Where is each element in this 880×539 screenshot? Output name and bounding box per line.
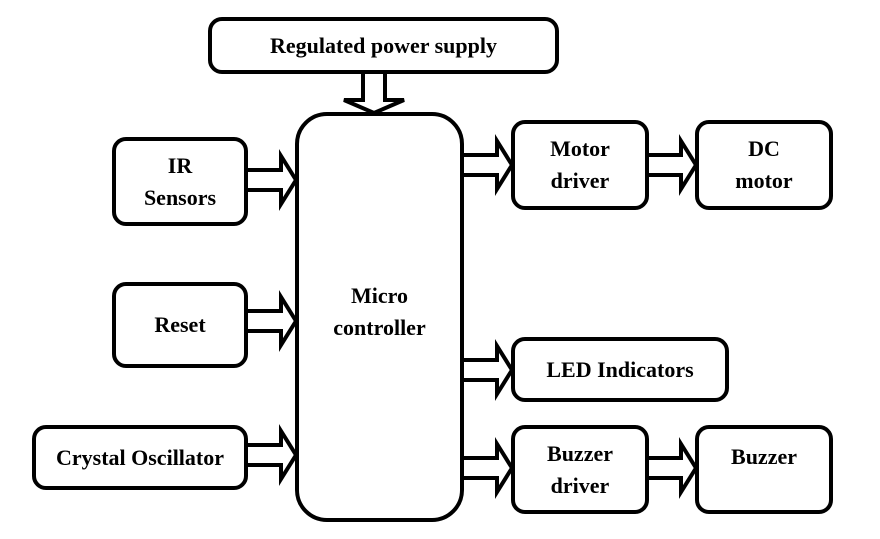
block-buzzer: Buzzer <box>695 425 833 514</box>
arrow-crystal-to-micro <box>242 424 299 486</box>
block-label: Micro controller <box>333 283 426 340</box>
arrow-motor-driver-to-dc-motor <box>644 134 699 196</box>
block-label: Reset <box>154 312 206 337</box>
block-crystal-oscillator: Crystal Oscillator <box>32 425 248 490</box>
block-led-indicators: LED Indicators <box>511 337 729 402</box>
block-microcontroller: Micro controller <box>295 112 464 522</box>
arrow-micro-to-motor-driver <box>460 134 515 196</box>
block-label: IR Sensors <box>143 152 217 210</box>
block-reset: Reset <box>112 282 248 368</box>
arrow-reset-to-micro <box>242 290 299 352</box>
block-label: Buzzer driver <box>547 440 613 498</box>
block-label: Crystal Oscillator <box>55 444 225 470</box>
block-label: Motor driver <box>550 136 610 193</box>
arrow-micro-to-led <box>460 339 515 401</box>
arrow-ir-to-micro <box>242 149 299 211</box>
block-label: LED Indicators <box>546 356 694 382</box>
block-label: Buzzer <box>731 444 797 469</box>
arrow-micro-to-buzzer-driver <box>460 437 515 499</box>
block-ir-sensors: IR Sensors <box>112 137 248 226</box>
block-dc-motor: DC motor <box>695 120 833 210</box>
block-label: DC motor <box>735 136 793 193</box>
block-buzzer-driver: Buzzer driver <box>511 425 649 514</box>
block-label: Regulated power supply <box>270 32 497 58</box>
block-power-supply: Regulated power supply <box>208 17 559 74</box>
arrow-buzzer-driver-to-buzzer <box>644 437 699 499</box>
arrow-power-to-micro <box>343 68 405 116</box>
block-motor-driver: Motor driver <box>511 120 649 210</box>
